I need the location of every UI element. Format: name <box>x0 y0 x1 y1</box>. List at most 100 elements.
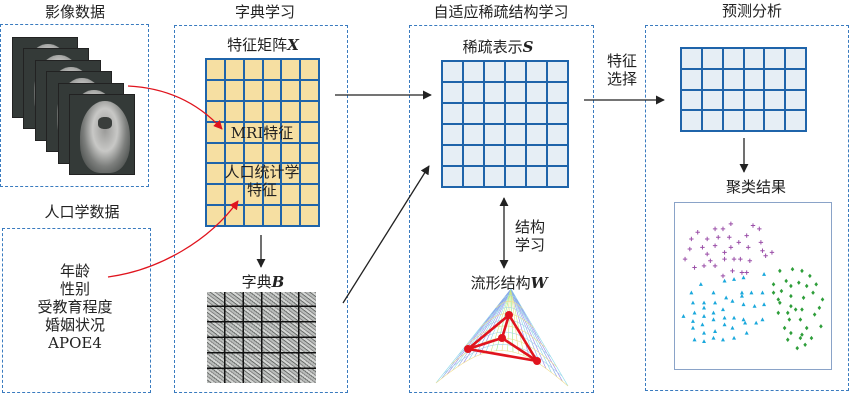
matrix-cell <box>243 100 263 122</box>
matrix-cell <box>224 163 244 185</box>
cluster-3-point <box>789 303 793 309</box>
manifold-node <box>533 357 541 365</box>
cluster-2-point <box>711 335 716 340</box>
sparse-matrix-s <box>441 60 569 188</box>
cluster-1-point <box>682 256 688 262</box>
cluster-3-point <box>785 310 790 316</box>
matrix-cell <box>262 142 282 164</box>
cluster-3-point <box>787 317 792 322</box>
matrix-cell <box>743 48 765 69</box>
demographic-item-apoe4: APOE4 <box>48 334 102 352</box>
matrix-cell <box>281 142 301 164</box>
matrix-cell <box>281 205 301 226</box>
matrix-cell <box>224 121 244 143</box>
cluster-3-point <box>795 345 800 351</box>
matrix-cell <box>243 142 263 164</box>
cluster-3-point <box>809 335 814 341</box>
cluster-3-point <box>808 273 812 279</box>
cluster-2-point <box>762 302 767 307</box>
cluster-1-point <box>747 258 753 263</box>
structure-learning-label-2: 学习 <box>514 236 546 254</box>
cluster-2-point <box>739 293 744 298</box>
cluster-2-point <box>760 290 765 295</box>
cluster-2-point <box>724 295 729 300</box>
matrix-cell <box>224 100 244 122</box>
matrix-cell <box>484 166 505 187</box>
arrow-dictionary-to-sparse <box>342 165 430 304</box>
matrix-cell <box>505 124 526 145</box>
matrix-cell <box>764 48 786 69</box>
matrix-cell <box>300 59 319 80</box>
matrix-cell <box>300 121 319 143</box>
feature-matrix-x <box>205 58 320 227</box>
cluster-1-point <box>712 263 718 269</box>
cluster-1-point <box>769 250 775 255</box>
cluster-2-point <box>722 315 727 320</box>
cluster-2-point <box>702 314 707 318</box>
matrix-cell <box>526 124 547 145</box>
cluster-1-point <box>722 256 727 262</box>
matrix-cell <box>505 82 526 103</box>
matrix-cell <box>484 82 505 103</box>
mri-feature-label: MRI特征 <box>230 124 294 142</box>
matrix-cell <box>722 48 744 69</box>
matrix-cell <box>526 61 547 82</box>
cluster-2-point <box>690 325 695 330</box>
cluster-1-point <box>739 270 745 275</box>
matrix-cell <box>281 59 301 80</box>
cluster-3-point <box>789 283 793 289</box>
cluster-2-point <box>730 325 735 330</box>
matrix-cell <box>262 163 282 185</box>
cluster-1-point <box>692 265 697 270</box>
dictionary-symbol: B <box>271 273 285 291</box>
cluster-1-point <box>716 235 721 240</box>
matrix-cell <box>442 145 463 166</box>
matrix-cell <box>442 124 463 145</box>
cluster-3-point <box>800 307 804 312</box>
manifold-structure-w <box>435 288 569 387</box>
matrix-cell <box>764 110 786 131</box>
demographic-feature-label-2: 特征 <box>246 181 278 199</box>
matrix-cell <box>764 68 786 90</box>
cluster-2-point <box>702 330 707 335</box>
cluster-2-point <box>690 319 695 323</box>
demographic-data-title: 人口学数据 <box>44 203 120 221</box>
cluster-2-point <box>732 315 737 320</box>
cluster-3-point <box>776 310 781 316</box>
cluster-1-point <box>687 246 692 252</box>
cluster-3-point <box>790 267 795 272</box>
sparse-representation-title: 稀疏表示S <box>463 38 534 56</box>
cluster-3-point <box>798 317 803 322</box>
cluster-2-point <box>744 330 749 335</box>
structure-learning-label-1: 结构 <box>514 218 546 236</box>
matrix-cell <box>484 124 505 145</box>
demographic-item-gender: 性别 <box>59 280 91 298</box>
matrix-cell <box>442 166 463 187</box>
cluster-3-point <box>771 290 776 295</box>
cluster-1-point <box>757 226 762 232</box>
cluster-1-point <box>731 256 737 262</box>
cluster-3-point <box>811 290 815 295</box>
matrix-cell <box>547 145 568 166</box>
feature-selection-label-2: 选择 <box>606 70 638 88</box>
matrix-cell <box>206 184 225 206</box>
matrix-cell <box>701 68 723 90</box>
cluster-1-point <box>720 273 726 279</box>
dictionary-learning-box <box>174 25 348 393</box>
cluster-3-point <box>771 282 776 287</box>
cluster-1-point <box>744 270 749 275</box>
matrix-cell <box>743 68 765 90</box>
matrix-cell <box>463 124 484 145</box>
cluster-1-point <box>728 245 734 250</box>
matrix-cell <box>224 59 244 80</box>
matrix-cell <box>701 89 723 111</box>
cluster-2-point <box>730 298 735 303</box>
cluster-1-point <box>744 233 749 238</box>
cluster-2-point <box>741 317 746 322</box>
dictionary-title: 字典B <box>242 273 285 291</box>
cluster-2-point <box>760 317 765 322</box>
matrix-cell <box>262 121 282 143</box>
manifold-symbol: W <box>530 274 548 292</box>
matrix-cell <box>463 103 484 124</box>
adaptive-learning-box <box>409 25 594 393</box>
